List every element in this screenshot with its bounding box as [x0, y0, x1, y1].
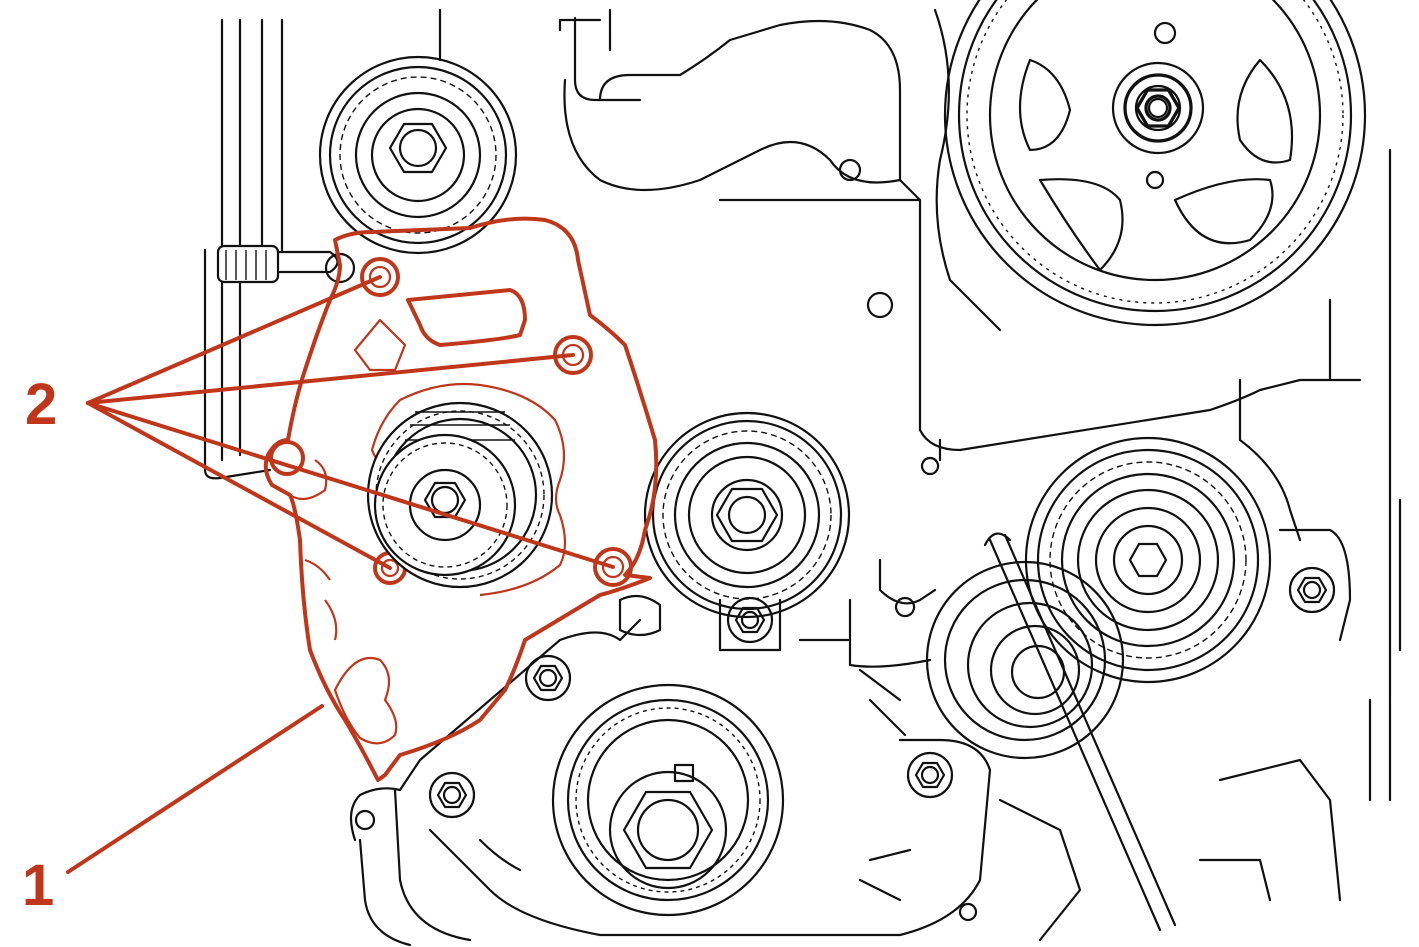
- crankshaft-sprocket: [551, 683, 785, 917]
- callout-1-label: 1: [22, 853, 54, 918]
- callout-1-leader: [66, 704, 324, 874]
- water-pump-bolt-top: [360, 257, 400, 297]
- idler-pulley-upper: [318, 55, 518, 255]
- tensioner-pulley: [643, 411, 851, 619]
- water-pump: [263, 216, 659, 782]
- camshaft-sprocket: [943, 0, 1367, 327]
- callout-2-leaders: [86, 275, 615, 570]
- engine-block-outline: [203, 0, 1402, 947]
- accessory-pulley: [925, 436, 1272, 760]
- water-pump-bolt-lower-right: [593, 547, 633, 587]
- callout-2-label: 2: [25, 372, 57, 437]
- water-pump-gear: [366, 401, 554, 589]
- water-pump-bolt-far-left: [269, 440, 305, 476]
